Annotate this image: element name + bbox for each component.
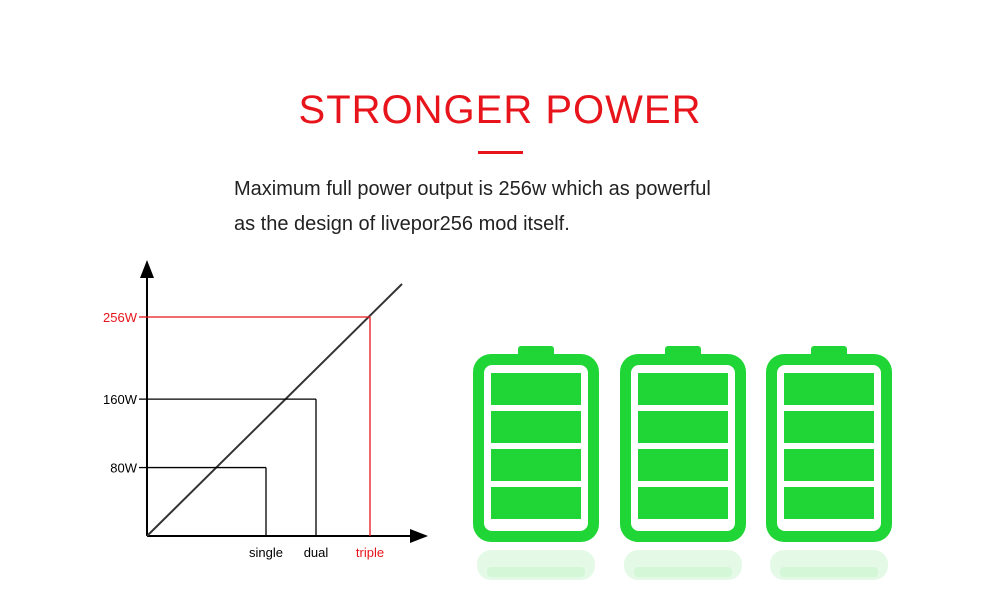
x-axis-arrow-icon: [410, 529, 428, 543]
battery-bar: [638, 411, 728, 443]
description-line-1: Maximum full power output is 256w which …: [234, 178, 711, 200]
battery-3: [766, 345, 892, 595]
title-underline: [478, 151, 523, 154]
battery-bar: [638, 373, 728, 405]
battery-bar: [491, 449, 581, 481]
battery-bar: [784, 411, 874, 443]
battery-reflection: [624, 550, 742, 580]
trend-line: [146, 283, 403, 537]
description: Maximum full power output is 256w which …: [234, 172, 834, 242]
page-title: STRONGER POWER: [298, 88, 702, 132]
x-tick-label: dual: [304, 545, 329, 560]
x-tick-label: triple: [356, 545, 384, 560]
battery-reflection: [770, 550, 888, 580]
battery-reflection: [780, 567, 878, 577]
battery-bar: [638, 449, 728, 481]
battery-bar: [638, 487, 728, 519]
description-line-2: as the design of livepor256 mod itself.: [234, 213, 570, 235]
battery-bar: [491, 373, 581, 405]
battery-icon: [766, 346, 892, 580]
y-tick-label: 256W: [103, 310, 138, 325]
x-tick-label: single: [249, 545, 283, 560]
battery-reflection: [634, 567, 732, 577]
battery-2: [620, 345, 746, 595]
y-axis-arrow-icon: [140, 260, 154, 278]
y-tick-label: 80W: [110, 461, 137, 476]
battery-icon: [620, 346, 746, 580]
battery-reflection: [487, 567, 585, 577]
battery-icon: [473, 346, 599, 580]
battery-bar: [784, 487, 874, 519]
y-tick-label: 160W: [103, 392, 138, 407]
power-chart: 80W single 160W dual 256W triple: [103, 260, 428, 560]
battery-reflection: [477, 550, 595, 580]
battery-bar: [491, 487, 581, 519]
battery-bar: [491, 411, 581, 443]
battery-bar: [784, 449, 874, 481]
battery-bar: [784, 373, 874, 405]
battery-1: [473, 345, 599, 595]
